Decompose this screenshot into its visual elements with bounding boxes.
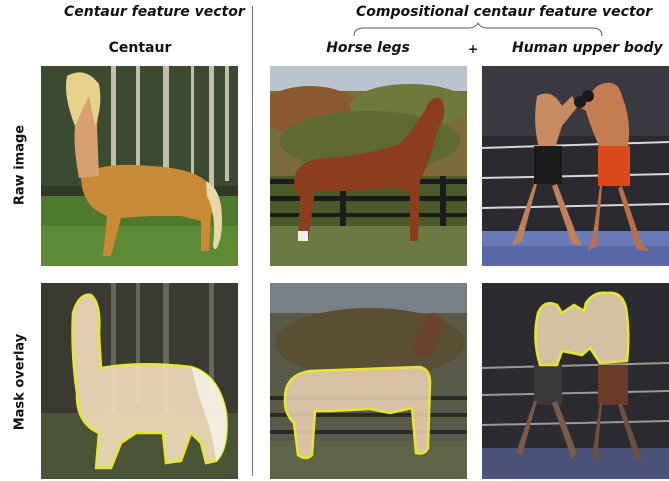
centaur-mask-overlay: [41, 283, 238, 479]
column-label-horse-legs: Horse legs: [318, 40, 418, 56]
centaur-feature-vector-header: Centaur feature vector: [64, 4, 245, 20]
centaur-raw-image: [41, 66, 238, 266]
column-label-human-upper-body: Human upper body: [512, 40, 662, 56]
row-label-raw-image: Raw image: [13, 125, 28, 205]
boxers-raw-image: [482, 66, 669, 266]
grouping-brace: [352, 22, 604, 38]
human-upper-body-mask-overlay: [482, 283, 669, 479]
section-divider: [252, 6, 253, 476]
horse-raw-image: [270, 66, 467, 266]
row-label-mask-overlay: Mask overlay: [13, 334, 28, 431]
horse-legs-mask-overlay: [270, 283, 467, 479]
plus-sign: +: [466, 42, 480, 56]
column-label-centaur: Centaur: [100, 40, 180, 56]
compositional-feature-vector-header: Compositional centaur feature vector: [356, 4, 652, 20]
